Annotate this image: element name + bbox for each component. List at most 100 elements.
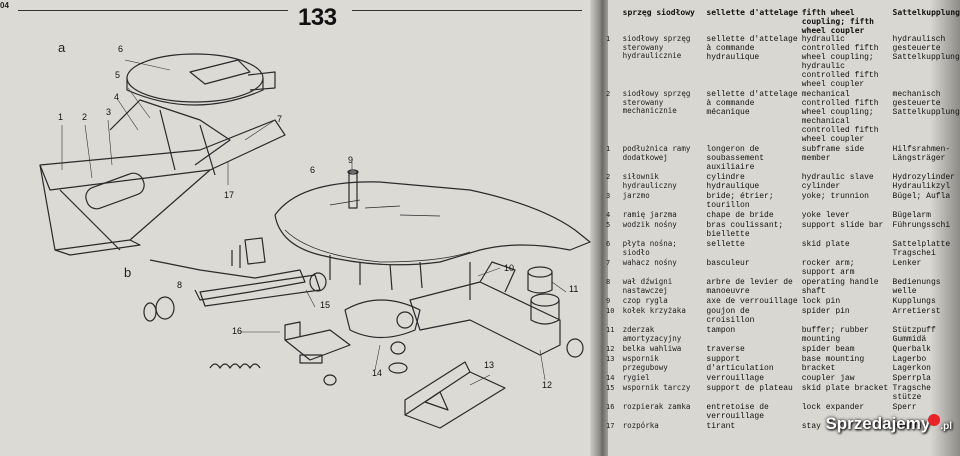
callout-1: 1 — [58, 112, 64, 122]
term-english: rocker arm; support arm — [801, 259, 855, 277]
header-french: sellette d'attelage — [706, 8, 798, 17]
term-german: Stützpuff Gummidä — [892, 326, 936, 344]
callout-13: 13 — [484, 360, 495, 370]
term-polish: rygiel — [622, 373, 650, 382]
term-number: 1 — [606, 145, 611, 153]
term-number: 17 — [606, 422, 615, 430]
term-number: 15 — [606, 384, 615, 392]
exploded-view-drawing — [39, 53, 591, 429]
page-number: 04 — [0, 1, 9, 10]
term-polish: rozpierak zamka — [622, 402, 691, 411]
header-rule-right — [352, 10, 582, 11]
term-german: Sattelplatte Tragschei — [892, 240, 951, 258]
header-english: fifth wheel coupling; fifth wheel couple… — [801, 8, 874, 35]
term-german: Bügel; Aufla — [892, 192, 951, 201]
term-english: operating handle shaft — [801, 278, 879, 296]
term-german: Arretierst — [892, 307, 941, 316]
watermark-brand: Sprzedajemy — [825, 414, 931, 433]
term-english: buffer; rubber mounting — [801, 326, 869, 344]
watermark-suffix: .pl — [940, 421, 952, 432]
term-french: tampon — [706, 326, 736, 335]
term-french: basculeur — [706, 259, 750, 268]
term-polish: siodłowy sprzęg sterowany hydraulicznie — [622, 34, 691, 60]
callout-10: 10 — [504, 263, 515, 273]
term-german: hydraulisch gesteuerte Sattelkupplung — [892, 35, 960, 62]
term-polish: wał dźwigni nastawczej — [622, 277, 673, 295]
page-title: 133 — [298, 4, 337, 31]
subfigure-label-a: a — [58, 40, 66, 55]
term-french: longeron de soubassement auxiliaire — [706, 145, 765, 172]
page-edge-shadow — [930, 0, 960, 456]
term-polish: wahacz nośny — [622, 258, 677, 267]
term-polish: wspornik tarczy — [622, 383, 691, 392]
term-german: Bedienungs welle — [892, 278, 941, 296]
term-french: support de plateau — [706, 384, 793, 393]
term-number: 2 — [606, 173, 611, 181]
callout-4: 4 — [114, 92, 120, 102]
callout-16: 16 — [232, 326, 243, 336]
term-english: skid plate bracket — [801, 384, 889, 393]
callout-6: 6 — [118, 44, 124, 54]
term-english: support slide bar — [801, 221, 884, 230]
term-english: lock pin — [801, 297, 841, 306]
term-french: arbre de levier de manoeuvre — [706, 278, 793, 296]
book-gutter — [590, 0, 612, 456]
header-polish: sprzęg siodłowy — [622, 8, 695, 17]
term-number: 8 — [606, 278, 611, 286]
header-rule-left — [18, 10, 288, 11]
term-german: Sperrpla — [892, 374, 931, 383]
term-polish: jarzmo — [622, 191, 650, 200]
term-german: Lenker — [892, 259, 922, 268]
table-row: 8 wał dźwigni nastawczej arbre de levier d… — [606, 277, 960, 297]
term-english: hydraulic slave cylinder — [801, 173, 874, 191]
term-polish: podłużnica ramy dodatkowej — [622, 144, 691, 162]
term-german: Sperr — [892, 403, 917, 412]
callout-7: 7 — [277, 114, 283, 124]
term-english: coupler jaw — [801, 374, 855, 383]
term-number: 14 — [606, 374, 615, 382]
glossary-header-row: sprzęg siodłowy sellette d'attelage fift… — [606, 8, 960, 35]
callout-15: 15 — [320, 300, 331, 310]
term-number: 7 — [606, 259, 611, 267]
term-number: 6 — [606, 240, 611, 248]
term-polish: zderzak amortyzacyjny — [622, 325, 682, 343]
term-german: Hydrozylinder Hydraulikzyl — [892, 173, 955, 191]
term-french: bride; étrier; tourillon — [706, 192, 774, 210]
term-english: mechanical controlled fifth wheel coupli… — [801, 90, 879, 144]
term-polish: ramię jarzma — [622, 210, 677, 219]
callout-8: 8 — [177, 280, 183, 290]
term-french: sellette — [706, 240, 745, 249]
watermark: Sprzedajemy .pl — [825, 414, 952, 434]
term-french: sellette d'attelage à commande mécanique — [706, 90, 798, 117]
term-english: lock expander — [801, 403, 865, 412]
callout-11: 11 — [569, 284, 579, 294]
term-german: Querbalk — [892, 345, 931, 354]
term-polish: wspornik przegubowy — [622, 354, 668, 372]
callout-14: 14 — [372, 368, 383, 378]
term-number: 16 — [606, 403, 615, 411]
callout-12: 12 — [542, 380, 553, 390]
term-french: tirant — [706, 422, 736, 431]
term-french: bras coulissant; biellette — [706, 221, 784, 239]
callout-9: 9 — [348, 155, 354, 165]
callout-17: 17 — [224, 190, 235, 200]
term-number: 2 — [606, 90, 611, 98]
term-polish: kołek krzyżaka — [622, 306, 686, 315]
glossary-body: 1 siodłowy sprzęg sterowany hydraulicznie… — [606, 34, 960, 432]
term-french: cylindre hydraulique — [706, 173, 760, 191]
term-number: 9 — [606, 297, 611, 305]
term-number: 13 — [606, 355, 615, 363]
callout-2: 2 — [82, 112, 88, 122]
term-number: 5 — [606, 221, 611, 229]
term-polish: wodzik nośny — [622, 220, 677, 229]
glossary-table: sprzęg siodłowy sellette d'attelage fift… — [606, 8, 960, 432]
term-german: Führungsschi — [892, 221, 951, 230]
term-number: 3 — [606, 192, 611, 200]
